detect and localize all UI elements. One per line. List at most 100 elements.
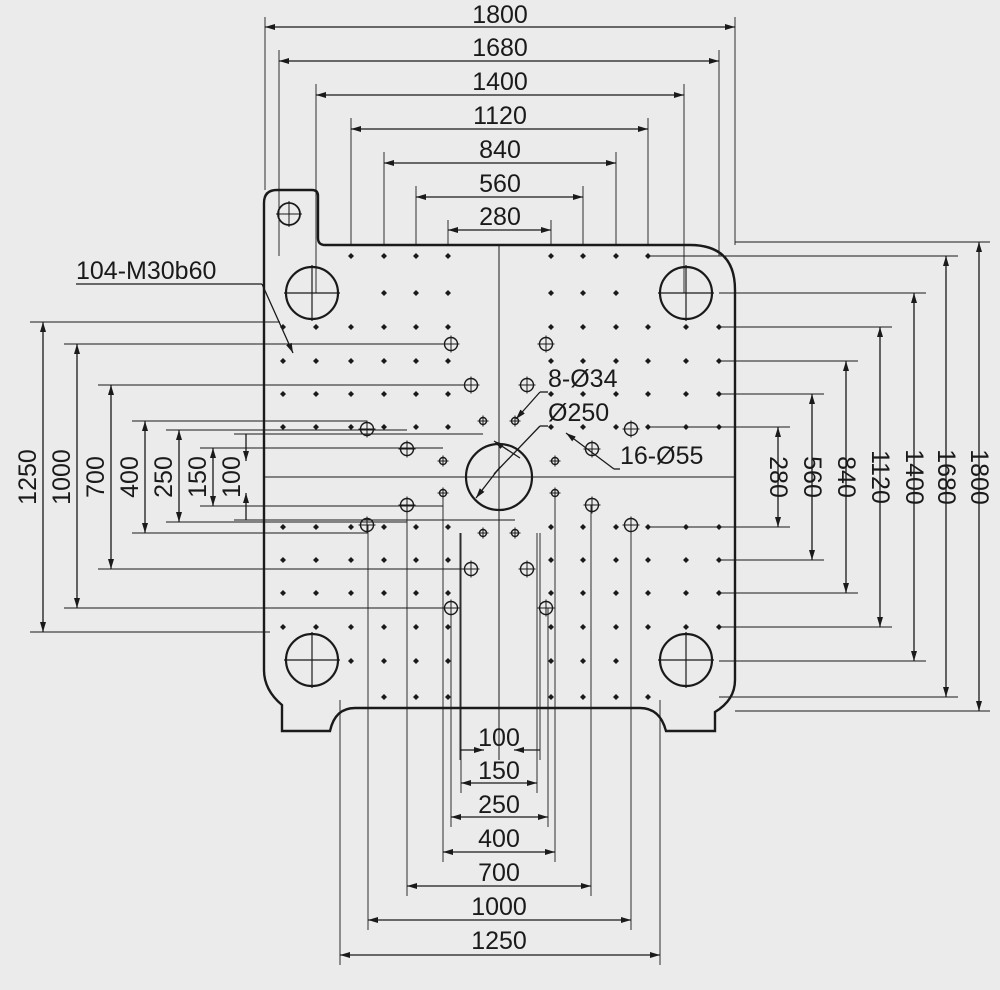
tie-bar-hole-bottom-left — [284, 632, 340, 688]
mounting-hole — [622, 420, 640, 438]
tapped-hole — [413, 290, 419, 296]
bottom-dim-700: 700 — [478, 859, 520, 887]
tapped-hole — [683, 590, 689, 596]
tapped-hole — [280, 358, 286, 364]
left-dimensions: 1250 1000 700 400 250 150 100 — [14, 322, 249, 632]
tapped-hole — [348, 324, 354, 330]
tapped-hole-grid — [280, 253, 722, 700]
callout-8-d34: 8-Ø34 — [548, 365, 618, 393]
tapped-hole — [613, 590, 619, 596]
tapped-hole — [645, 590, 651, 596]
tapped-hole — [613, 424, 619, 430]
tapped-hole — [348, 253, 354, 259]
tapped-hole — [445, 391, 451, 397]
tapped-hole — [313, 524, 319, 530]
tapped-hole — [348, 557, 354, 563]
tapped-hole — [580, 658, 586, 664]
tapped-hole — [548, 557, 554, 563]
tapped-hole — [313, 590, 319, 596]
mounting-hole — [518, 560, 536, 578]
tapped-hole — [413, 624, 419, 630]
tapped-hole — [445, 324, 451, 330]
tapped-hole — [613, 253, 619, 259]
tapped-hole — [548, 391, 554, 397]
top-dim-1400: 1400 — [472, 68, 528, 96]
right-dim-1400: 1400 — [900, 449, 928, 505]
tapped-hole — [445, 557, 451, 563]
tapped-hole — [381, 590, 387, 596]
tapped-hole — [580, 557, 586, 563]
tapped-hole — [613, 290, 619, 296]
mounting-hole — [477, 415, 489, 427]
tapped-hole — [683, 324, 689, 330]
tapped-hole — [645, 324, 651, 330]
mounting-hole — [509, 527, 521, 539]
tapped-hole — [381, 524, 387, 530]
tapped-hole — [548, 694, 554, 700]
mounting-hole — [398, 440, 416, 458]
callout-tapped-holes: 104-M30b60 — [76, 257, 294, 354]
top-dim-1120: 1120 — [473, 102, 527, 130]
tapped-hole — [445, 424, 451, 430]
mounting-hole — [437, 455, 449, 467]
tapped-hole — [413, 658, 419, 664]
tapped-hole — [445, 624, 451, 630]
tapped-hole — [613, 658, 619, 664]
tapped-hole — [580, 358, 586, 364]
left-dim-700: 700 — [82, 456, 110, 498]
bottom-dimensions: 100 150 250 400 700 1000 1250 — [340, 724, 660, 958]
mounting-hole — [583, 496, 601, 514]
tapped-hole — [580, 424, 586, 430]
tie-bar-hole-top-left — [284, 265, 340, 321]
mounting-hole — [537, 335, 555, 353]
callout-medium-holes: 16-Ø55 — [565, 432, 703, 470]
tapped-hole — [613, 358, 619, 364]
tapped-hole — [381, 290, 387, 296]
bottom-dim-250: 250 — [478, 791, 520, 819]
tapped-hole — [445, 524, 451, 530]
tapped-hole — [381, 424, 387, 430]
top-dim-1800: 1800 — [472, 1, 528, 29]
tapped-hole — [413, 324, 419, 330]
tapped-hole — [445, 658, 451, 664]
tapped-hole — [645, 391, 651, 397]
mounting-hole — [358, 420, 376, 438]
tapped-hole — [313, 358, 319, 364]
left-dim-400: 400 — [116, 456, 144, 498]
mounting-hole — [518, 376, 536, 394]
tapped-hole — [613, 391, 619, 397]
tapped-hole — [381, 253, 387, 259]
top-dim-560: 560 — [479, 170, 521, 198]
mounting-holes — [358, 335, 640, 617]
tapped-hole — [445, 253, 451, 259]
callout-d250: Ø250 — [548, 399, 609, 427]
lifting-ear-hole — [276, 201, 302, 227]
tapped-hole — [580, 524, 586, 530]
tapped-hole — [580, 624, 586, 630]
left-dim-150: 150 — [184, 456, 212, 498]
bottom-dim-400: 400 — [478, 825, 520, 853]
tapped-hole — [413, 424, 419, 430]
bottom-dim-1250: 1250 — [471, 927, 527, 955]
tapped-hole — [580, 324, 586, 330]
tapped-hole — [413, 694, 419, 700]
tapped-hole — [613, 324, 619, 330]
tapped-hole — [381, 557, 387, 563]
mounting-hole — [477, 527, 489, 539]
tapped-hole — [548, 324, 554, 330]
right-dim-280: 280 — [764, 456, 792, 498]
left-dim-1000: 1000 — [48, 449, 76, 505]
tapped-hole — [580, 391, 586, 397]
tapped-hole — [613, 557, 619, 563]
tapped-hole — [413, 557, 419, 563]
tie-bar-hole-bottom-right — [658, 632, 714, 688]
tapped-hole — [313, 624, 319, 630]
tapped-hole — [381, 324, 387, 330]
tapped-hole — [645, 694, 651, 700]
tapped-hole — [381, 624, 387, 630]
tapped-hole — [280, 557, 286, 563]
right-dim-1120: 1120 — [866, 450, 894, 504]
tapped-hole — [381, 694, 387, 700]
